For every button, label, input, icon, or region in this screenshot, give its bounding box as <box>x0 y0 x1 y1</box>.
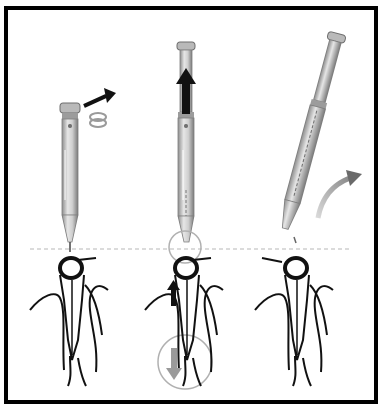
instrument-procedure-diagram <box>0 0 382 405</box>
diagram-canvas <box>0 0 382 405</box>
